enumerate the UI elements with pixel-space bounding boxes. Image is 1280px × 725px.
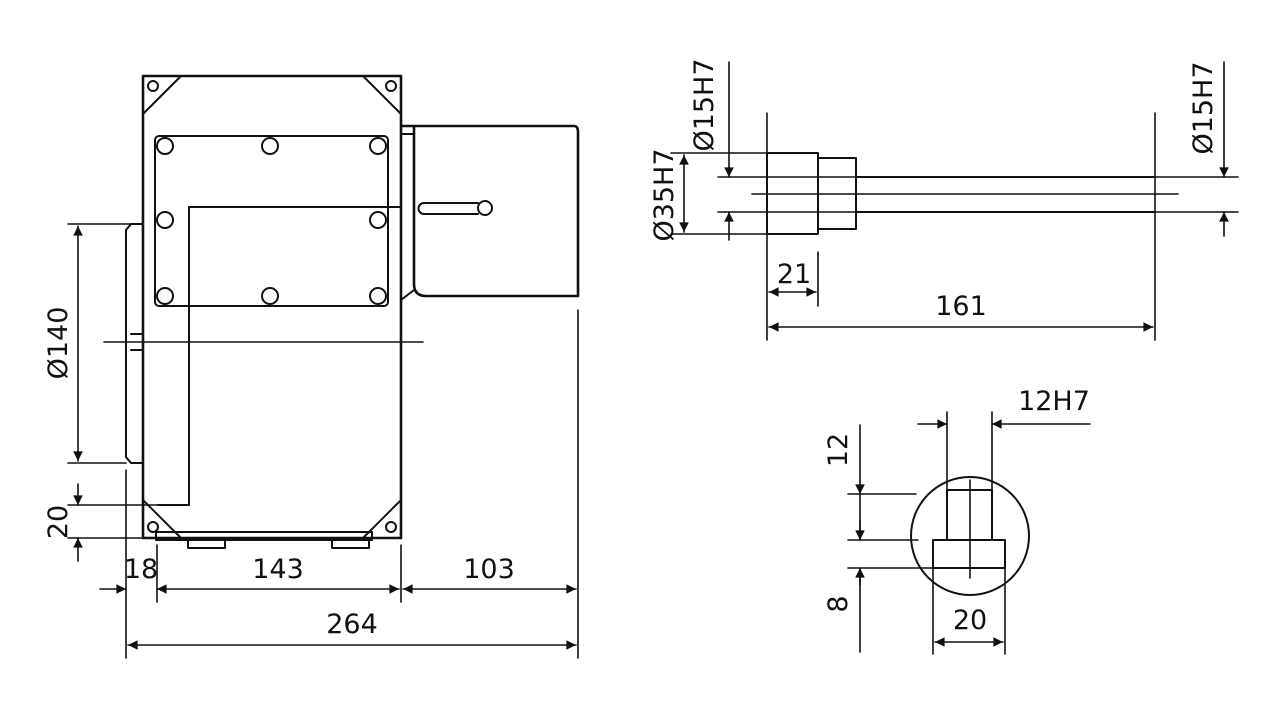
dim-width-143: 143	[252, 554, 304, 585]
key-base	[932, 539, 1006, 569]
terminal-box	[401, 124, 580, 298]
slot	[417, 202, 479, 215]
section-circle	[910, 476, 1030, 596]
dim-height-8: 8	[823, 595, 854, 612]
corner-hole	[385, 80, 397, 92]
housing-outline	[141, 74, 403, 540]
bolt-hole	[156, 211, 174, 229]
dim-height-12: 12	[823, 433, 854, 467]
dim-width-103: 103	[463, 554, 515, 585]
bolt-hole	[369, 137, 387, 155]
bolt-hole	[369, 211, 387, 229]
left-flange	[125, 223, 144, 464]
cover-plate	[154, 135, 389, 307]
corner-hole	[147, 521, 159, 533]
inner-outline	[157, 206, 402, 506]
bolt-hole	[156, 287, 174, 305]
corner-hole	[385, 521, 397, 533]
slot-end	[477, 200, 493, 216]
dim-bore-right-15h7: Ø15H7	[1188, 61, 1219, 154]
foot	[187, 539, 226, 549]
corner-hole	[147, 80, 159, 92]
bolt-hole	[261, 137, 279, 155]
bolt-hole	[369, 287, 387, 305]
dim-slot-12h7: 12H7	[1018, 386, 1090, 417]
base-plate	[155, 531, 373, 541]
bolt-hole	[156, 137, 174, 155]
dim-width-264: 264	[326, 609, 378, 640]
dim-width-20: 20	[953, 605, 987, 636]
dim-height-20: 20	[43, 505, 74, 539]
dim-length-21: 21	[777, 259, 811, 290]
bolt-hole	[261, 287, 279, 305]
shaft-side-view: Ø35H7 Ø15H7 Ø15H7 21 161	[649, 58, 1239, 341]
motor-front-view: Ø140 20 18 143 103 264	[43, 74, 580, 659]
foot	[331, 539, 370, 549]
dim-bore-left-15h7: Ø15H7	[689, 58, 720, 151]
keyway-section-view: 12H7 12 8 20	[823, 386, 1091, 655]
dim-diameter-35h7: Ø35H7	[649, 148, 680, 241]
dim-width-18: 18	[124, 554, 158, 585]
dim-length-161: 161	[935, 291, 987, 322]
dim-diameter-140: Ø140	[43, 307, 74, 380]
